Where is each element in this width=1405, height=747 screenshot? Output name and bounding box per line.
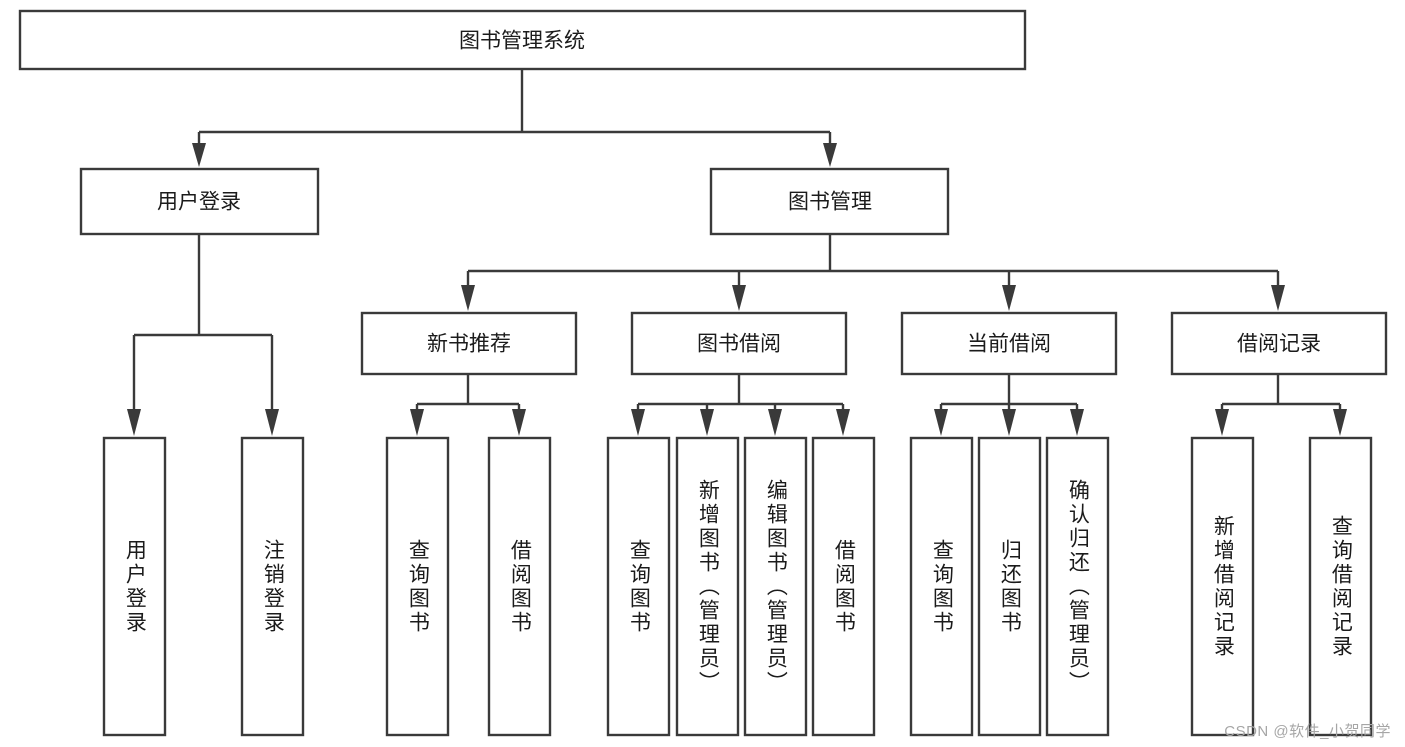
node-book-management-box[interactable] [709, 167, 950, 236]
leaf-box-borrow-book-1[interactable] [487, 436, 552, 737]
node-user-login-label: 用户登录 [157, 191, 241, 214]
csdn-watermark: CSDN @软件_小贺同学 [1224, 723, 1391, 740]
arrow-to-new-book-recommend [461, 285, 475, 311]
node-book-management-label: 图书管理 [788, 191, 872, 214]
arrow-to-leaf-add-record [1215, 409, 1229, 436]
arrow-to-leaf-edit-book [768, 409, 782, 436]
node-borrow-record-label: 借阅记录 [1237, 333, 1321, 356]
leaf-box-edit-book[interactable] [743, 436, 808, 737]
arrow-to-leaf-query-book-1 [410, 409, 424, 436]
node-user-login-box[interactable] [79, 167, 320, 236]
arrow-to-leaf-user-login [127, 409, 141, 436]
node-borrow-record-box[interactable] [1170, 311, 1388, 376]
leaf-box-borrow-book-2[interactable] [811, 436, 876, 737]
leaf-box-return-book[interactable] [977, 436, 1042, 737]
arrow-to-leaf-return-book [1002, 409, 1016, 436]
node-new-book-recommend-box[interactable] [360, 311, 578, 376]
node-new-book-recommend-label: 新书推荐 [427, 333, 511, 356]
node-current-borrow-box[interactable] [900, 311, 1118, 376]
arrow-to-leaf-query-book-3 [934, 409, 948, 436]
arrow-to-user-login [192, 143, 206, 167]
arrow-to-leaf-query-record [1333, 409, 1347, 436]
leaf-box-query-book-3[interactable] [909, 436, 974, 737]
arrow-to-borrow-record [1271, 285, 1285, 311]
leaf-box-user-login[interactable] [102, 436, 167, 737]
node-book-borrow-box[interactable] [630, 311, 848, 376]
arrow-to-book-borrow [732, 285, 746, 311]
leaf-box-query-book-1[interactable] [385, 436, 450, 737]
node-root-label: 图书管理系统 [459, 30, 585, 53]
arrow-to-leaf-confirm-return [1070, 409, 1084, 436]
arrow-to-book-management [823, 143, 837, 167]
node-book-borrow-label: 图书借阅 [697, 333, 781, 356]
arrow-to-current-borrow [1002, 285, 1016, 311]
arrow-to-leaf-add-book [700, 409, 714, 436]
leaf-box-query-record[interactable] [1308, 436, 1373, 737]
leaf-box-confirm-return[interactable] [1045, 436, 1110, 737]
leaf-box-user-logout[interactable] [240, 436, 305, 737]
arrow-to-leaf-query-book-2 [631, 409, 645, 436]
arrow-to-leaf-user-logout [265, 409, 279, 436]
node-current-borrow-label: 当前借阅 [967, 333, 1051, 356]
leaf-box-query-book-2[interactable] [606, 436, 671, 737]
arrow-to-leaf-borrow-book-2 [836, 409, 850, 436]
node-root-box[interactable] [18, 9, 1027, 71]
leaf-box-add-book[interactable] [675, 436, 740, 737]
arrow-to-leaf-borrow-book-1 [512, 409, 526, 436]
leaf-box-add-record[interactable] [1190, 436, 1255, 737]
